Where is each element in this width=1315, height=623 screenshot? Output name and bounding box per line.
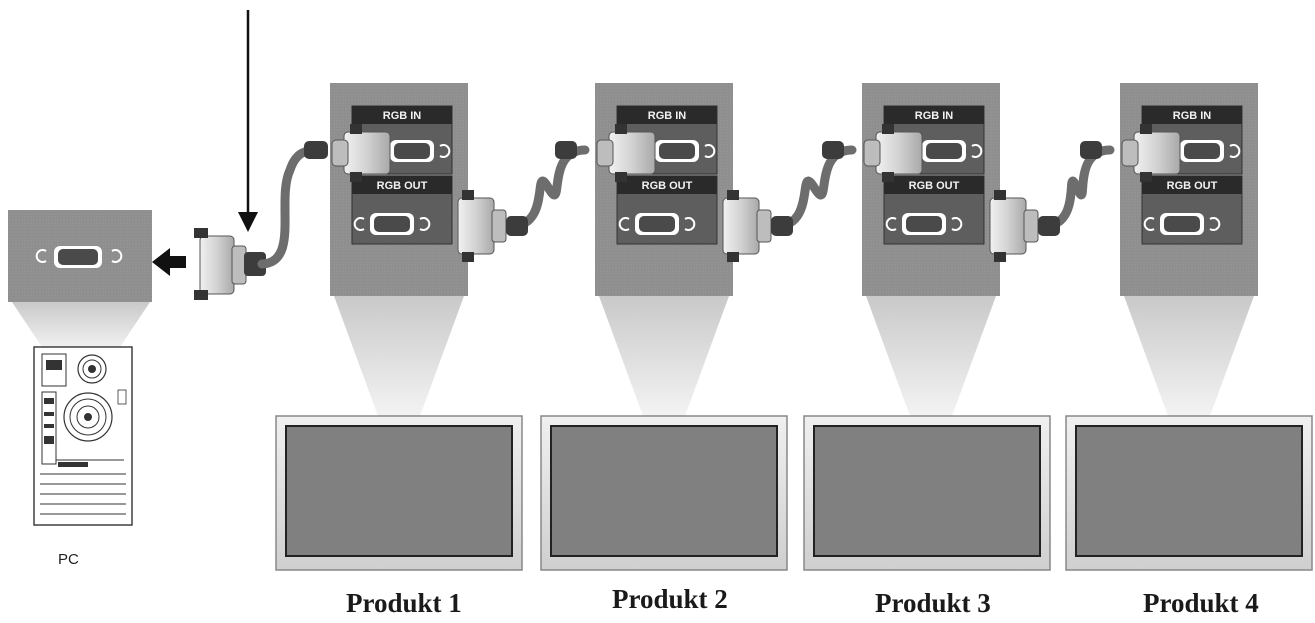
product-2-cable-ferrite-out — [771, 216, 793, 236]
product-2-cable-ferrite-in — [555, 141, 577, 159]
pc-tower-icon — [33, 346, 133, 526]
pc-cable-end — [152, 10, 328, 300]
pc-label: PC — [58, 551, 79, 568]
product-3-label: Produkt 3 — [875, 588, 991, 618]
arrow-down-head — [238, 212, 258, 232]
product-3-rgb-in-label: RGB IN — [915, 110, 954, 122]
product-2-rgb-in-label: RGB IN — [648, 110, 687, 122]
product-3: RGB IN RGB OUT — [803, 83, 1115, 571]
product-4-monitor-icon — [1065, 415, 1313, 571]
product-2-chain-cable — [772, 145, 857, 231]
product-2-monitor-icon — [540, 415, 788, 571]
product-1-chain-cable — [507, 145, 590, 231]
product-4-rgb-out-port-icon — [1143, 213, 1221, 235]
product-3-cable-ferrite-out — [1038, 216, 1060, 236]
product-1-cable-ferrite-out — [506, 216, 528, 236]
product-4: RGB IN RGB OUT — [1065, 83, 1313, 571]
product-3-rgb-in-bar — [884, 106, 984, 124]
product-3-rgb-out-bar — [884, 176, 984, 194]
vga-port-icon — [35, 246, 123, 268]
product-3-rgb-in-port-icon — [905, 140, 983, 162]
product-2-cone — [599, 296, 729, 416]
arrow-left-icon — [152, 248, 186, 276]
product-2-rgb-out-bar — [617, 176, 717, 194]
product-4-rgb-out-bar — [1142, 176, 1242, 194]
product-1-rgb-out-port-icon — [353, 213, 431, 235]
product-2: RGB IN RGB OUT — [540, 83, 857, 571]
product-4-rgb-in-bar — [1142, 106, 1242, 124]
product-3-out-connector-icon — [989, 190, 1039, 262]
product-2-rgb-out-label: RGB OUT — [642, 180, 693, 192]
product-2-out-connector-icon — [722, 190, 772, 262]
pc-cable-ferrite — [304, 141, 328, 159]
product-4-cable-ferrite-in — [1080, 141, 1102, 159]
product-4-label: Produkt 4 — [1143, 588, 1259, 618]
product-4-rgb-out-label: RGB OUT — [1167, 180, 1218, 192]
product-3-in-connector-icon — [863, 124, 923, 182]
product-3-rgb-out-label: RGB OUT — [909, 180, 960, 192]
product-1-cone — [334, 296, 464, 416]
product-1-rgb-out-label: RGB OUT — [377, 180, 428, 192]
pc-projection-cone — [12, 302, 150, 350]
product-1-rgb-in-bar — [352, 106, 452, 124]
product-1-rgb-in-label: RGB IN — [383, 110, 422, 122]
product-2-label: Produkt 2 — [612, 584, 728, 614]
product-2-rgb-out-port-icon — [618, 213, 696, 235]
product-3-monitor-icon — [803, 415, 1051, 571]
pc-cable — [257, 145, 323, 269]
product-1-label: Produkt 1 — [346, 588, 462, 618]
product-1-in-connector-icon — [331, 124, 391, 182]
pc-group: PC — [8, 210, 152, 568]
product-3-cable-ferrite-in — [822, 141, 844, 159]
product-1: RGB IN RGB OUT — [275, 83, 590, 571]
product-1-monitor-icon — [275, 415, 523, 571]
product-3-chain-cable — [1039, 145, 1115, 231]
product-4-cone — [1124, 296, 1254, 416]
vga-connector-icon — [194, 228, 266, 300]
product-4-rgb-in-label: RGB IN — [1173, 110, 1212, 122]
product-1-out-connector-icon — [457, 190, 507, 262]
product-2-rgb-in-bar — [617, 106, 717, 124]
product-2-in-connector-icon — [596, 124, 656, 182]
product-1-rgb-out-bar — [352, 176, 452, 194]
product-3-rgb-out-port-icon — [885, 213, 963, 235]
product-2-rgb-in-port-icon — [638, 140, 716, 162]
product-3-cone — [866, 296, 996, 416]
product-4-in-connector-icon — [1121, 124, 1181, 182]
